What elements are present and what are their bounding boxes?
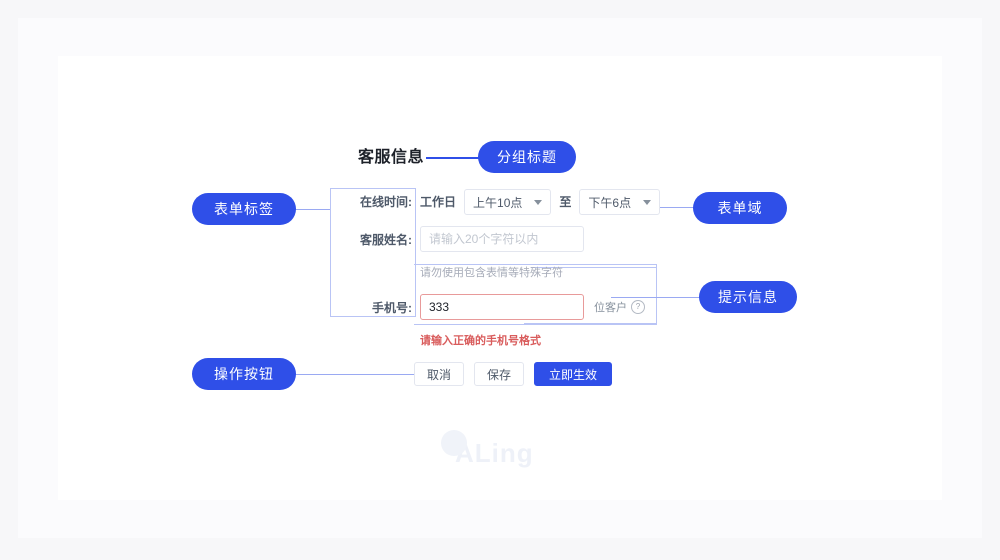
page-title: 客服信息 — [358, 149, 425, 166]
connector-line-form-label — [294, 209, 330, 210]
annotation-bracket-hint — [414, 264, 657, 325]
phone-suffix-text: 位客户 — [594, 302, 627, 314]
select-start-time[interactable]: 上午10点 — [464, 189, 552, 215]
connector-line-group-title — [426, 157, 482, 159]
cancel-button[interactable]: 取消 — [414, 362, 465, 386]
phone-input[interactable] — [420, 294, 584, 320]
form-row-agent-name: 客服姓名: — [344, 226, 660, 254]
form-actions: 取消 保存 立即生效 — [414, 362, 622, 386]
control-agent-name — [420, 226, 584, 252]
watermark-text: ALing — [455, 438, 534, 468]
control-online-time: 工作日 上午10点 至 下午6点 — [420, 188, 661, 216]
apply-now-button[interactable]: 立即生效 — [534, 362, 613, 386]
help-icon[interactable]: ? — [631, 300, 645, 314]
label-phone: 手机号: — [372, 301, 412, 315]
save-button[interactable]: 保存 — [474, 362, 525, 386]
annotation-group-title: 分组标题 — [478, 141, 576, 173]
workday-text: 工作日 — [420, 195, 457, 209]
label-online-time: 在线时间: — [360, 195, 412, 209]
range-separator: 至 — [559, 195, 572, 209]
error-message-phone: 请输入正确的手机号格式 — [420, 335, 541, 347]
control-phone: 位客户 ? — [420, 294, 645, 320]
form-row-online-time: 在线时间: 工作日 上午10点 至 下午6点 — [344, 188, 661, 216]
agent-name-input[interactable] — [420, 226, 584, 252]
helper-text-agent-name: 请勿使用包含表情等特殊字符 — [420, 267, 563, 279]
phone-suffix: 位客户 ? — [594, 299, 645, 315]
label-agent-name: 客服姓名: — [360, 233, 412, 247]
annotation-hint-message: 提示信息 — [699, 281, 797, 313]
connector-stub-error — [524, 323, 656, 324]
select-start-time-value: 上午10点 — [473, 195, 523, 210]
select-end-time-value: 下午6点 — [588, 195, 632, 210]
chevron-down-icon — [534, 199, 543, 205]
watermark-dot — [441, 430, 467, 456]
chevron-down-icon — [643, 199, 652, 205]
annotation-form-field: 表单域 — [693, 192, 787, 224]
form-row-phone: 手机号: 位客户 ? — [344, 294, 660, 322]
watermark: ALing — [441, 430, 534, 469]
annotation-bracket-form-labels — [330, 188, 416, 317]
annotation-action-buttons: 操作按钮 — [192, 358, 296, 390]
settings-form: 在线时间: 工作日 上午10点 至 下午6点 客服姓名: 请勿使用包含表情等 — [344, 188, 661, 348]
annotation-form-label: 表单标签 — [192, 193, 296, 225]
connector-line-action-buttons — [294, 374, 416, 375]
connector-line-hint — [611, 297, 703, 298]
select-end-time[interactable]: 下午6点 — [579, 189, 661, 215]
connector-stub-helper — [531, 267, 656, 268]
content-card — [58, 56, 942, 500]
